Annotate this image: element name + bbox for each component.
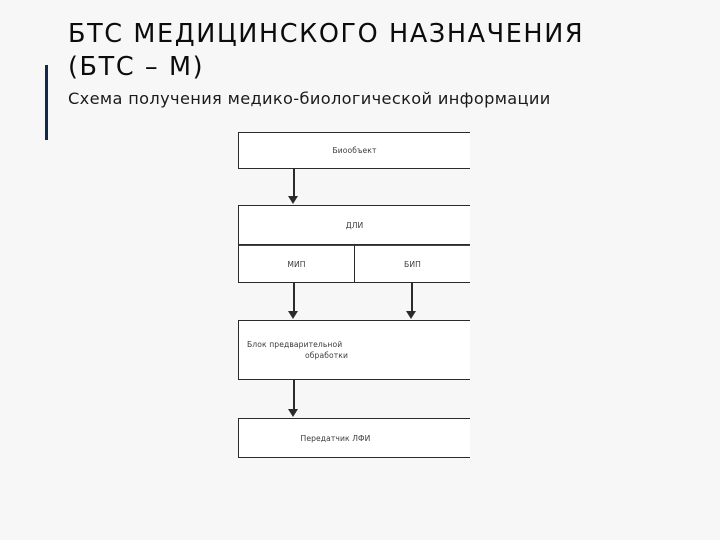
node-dli: ДЛИ <box>238 205 470 245</box>
arrowhead-bip-to-preproc <box>406 311 417 319</box>
arrowhead-mip-to-preproc <box>288 311 299 319</box>
connector-preproc-to-transmitter <box>293 380 295 410</box>
arrowhead-bioobject-to-dli <box>288 196 299 204</box>
node-preprocessing-block-label-line-1: Блок предварительной <box>247 340 343 349</box>
node-mip-label: МИП <box>287 259 306 269</box>
arrowhead-preproc-to-transmitter <box>288 409 299 417</box>
node-transmitter-label: Передатчик ЛФИ <box>300 433 371 443</box>
flowchart-diagram: Биообъект ДЛИ МИП БИП Блок предварительн… <box>238 130 470 462</box>
node-dli-label: ДЛИ <box>345 220 364 230</box>
connector-bioobject-to-dli <box>293 169 295 198</box>
connector-bip-to-preproc <box>411 283 413 313</box>
page-subtitle: Схема получения медико-биологической инф… <box>68 89 551 108</box>
node-bioobject: Биообъект <box>238 132 470 169</box>
node-bip: БИП <box>354 245 470 283</box>
page-title: БТС МЕДИЦИНСКОГО НАЗНАЧЕНИЯ (БТС – М) <box>68 19 585 82</box>
node-mip: МИП <box>238 245 354 283</box>
connector-mip-to-preproc <box>293 283 295 313</box>
node-preprocessing-block-label-line-2: обработки <box>305 351 348 360</box>
node-bioobject-label: Биообъект <box>332 146 377 155</box>
title-accent-bar <box>45 65 48 140</box>
node-bip-label: БИП <box>404 259 421 269</box>
node-transmitter: Передатчик ЛФИ <box>238 418 470 458</box>
node-preprocessing-block: Блок предварительной обработки <box>238 320 470 380</box>
node-preprocessing-block-label: Блок предварительной обработки <box>239 339 470 361</box>
